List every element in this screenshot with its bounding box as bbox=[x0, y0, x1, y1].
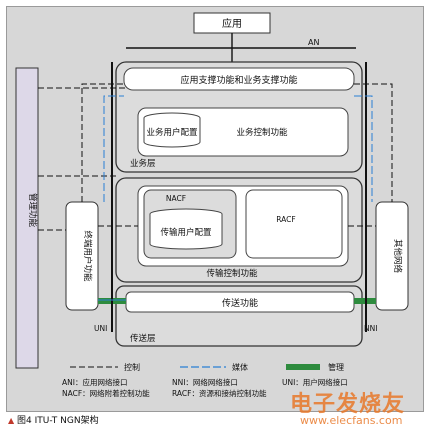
transport-stratum-label: 传送层 bbox=[130, 333, 156, 344]
management-function-label: 管理功能 bbox=[27, 193, 38, 228]
nacf-label: NACF bbox=[166, 194, 186, 203]
end-user-function-label: 终端用户功能 bbox=[82, 230, 93, 282]
transport-user-profile-db bbox=[149, 214, 223, 250]
transport-function-label: 传送功能 bbox=[222, 297, 258, 309]
control-line-service-other bbox=[354, 83, 393, 202]
app-support-label: 应用支撑功能和业务支撑功能 bbox=[180, 74, 297, 86]
app-support-box bbox=[123, 67, 355, 91]
other-networks-label: 其他网络 bbox=[392, 239, 403, 274]
legend-management-label: 管理 bbox=[328, 362, 344, 372]
legend-control-label: 控制 bbox=[124, 362, 140, 372]
application-label: 应用 bbox=[222, 17, 242, 30]
nni-label: NNI bbox=[364, 324, 377, 333]
figure-caption: ▲ 图4 ITU-T NGN架构 bbox=[8, 413, 99, 426]
caption-text: 图4 ITU-T NGN架构 bbox=[17, 416, 99, 426]
uni-label: UNI bbox=[94, 324, 107, 333]
caption-marker: ▲ bbox=[8, 416, 15, 425]
ani-label: AN bbox=[308, 38, 319, 47]
legend-ani-definition: ANI：应用网络接口 bbox=[62, 377, 127, 387]
legend-management-swatch bbox=[286, 364, 320, 370]
media-line-user-service bbox=[103, 95, 124, 202]
watermark-name: 电子发烧友 bbox=[290, 392, 406, 417]
control-line-user-service bbox=[81, 83, 124, 202]
media-line-service-other bbox=[354, 95, 373, 202]
transport-control-label: 传输控制功能 bbox=[206, 268, 258, 279]
legend-media-label: 媒体 bbox=[232, 362, 248, 372]
watermark-url: www.elecfans.com bbox=[300, 414, 403, 427]
end-user-function-box bbox=[65, 201, 99, 311]
legend-nni-definition: NNI：网络网络接口 bbox=[172, 377, 238, 387]
legend-uni-definition: UNI：用户网络接口 bbox=[282, 377, 348, 387]
other-networks-box bbox=[375, 201, 409, 311]
racf-label: RACF bbox=[276, 215, 295, 224]
service-control-label: 业务控制功能 bbox=[236, 127, 288, 138]
management-function-box bbox=[15, 67, 39, 369]
transport-user-profile-label: 传输用户配置 bbox=[160, 227, 212, 238]
legend-racf-definition: RACF：资源和接纳控制功能 bbox=[172, 388, 267, 398]
service-user-profile-label: 业务用户配置 bbox=[146, 127, 198, 138]
legend-nacf-definition: NACF：网络附着控制功能 bbox=[62, 388, 150, 398]
racf-box bbox=[245, 189, 343, 259]
service-user-profile-db bbox=[143, 118, 201, 148]
service-stratum-label: 业务层 bbox=[130, 158, 156, 169]
